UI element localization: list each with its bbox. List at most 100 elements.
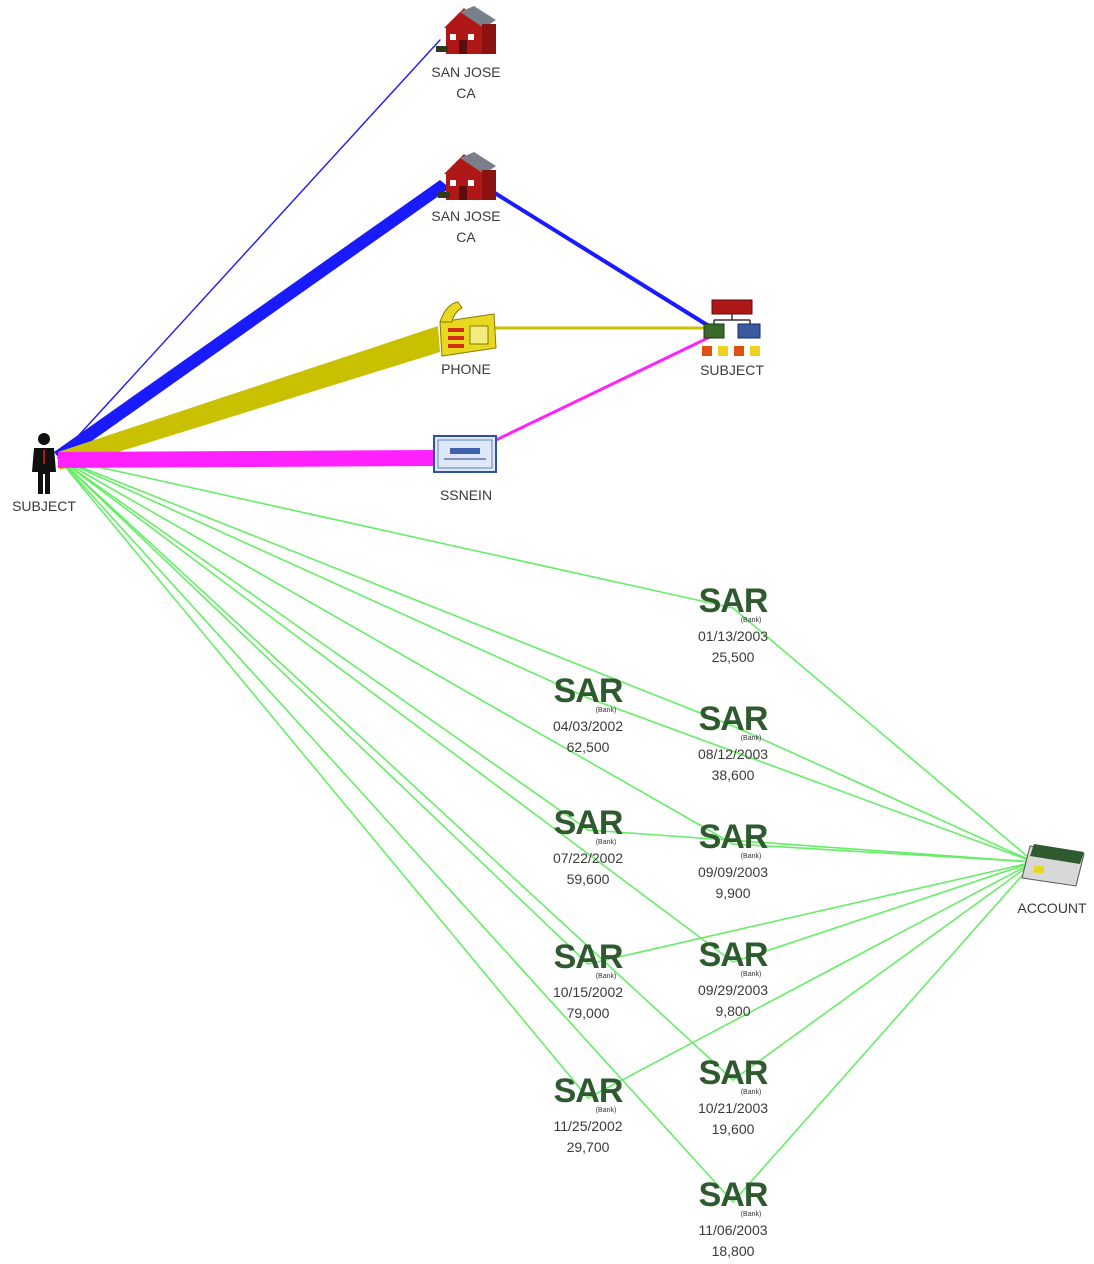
sar-amount: 18,800 (711, 1243, 755, 1259)
sar-badges-layer: SAR(Bank)SAR(Bank)SAR(Bank)SAR(Bank)SAR(… (554, 582, 769, 1218)
link-sar-2002-07-22-to-account (587, 829, 1035, 863)
sar-amount: 38,600 (711, 767, 755, 783)
edges-layer (54, 39, 1035, 1203)
sar-icon[interactable]: SAR(Bank) (554, 1072, 624, 1114)
sar-amount: 79,000 (566, 1005, 610, 1021)
link-subject-to-address-2 (54, 180, 450, 462)
sar-amount: 59,600 (566, 871, 610, 887)
link-subject-to-sar-2003-08-12 (57, 457, 734, 727)
account-label: ACCOUNT (1017, 900, 1087, 916)
sar-amount: 9,900 (715, 885, 751, 901)
sar-sub: (Bank) (596, 839, 617, 846)
link-subject-to-address-1 (57, 39, 441, 459)
sar-date: 07/22/2002 (552, 850, 624, 866)
sar-sub: (Bank) (741, 735, 762, 742)
sar-label: 07/22/2002 59,600 (538, 848, 638, 890)
link-subject-to-sar-2003-01-13 (57, 457, 734, 609)
sar-sub: (Bank) (741, 1211, 762, 1218)
subject-org-label: SUBJECT (700, 362, 764, 378)
sar-word: SAR (699, 818, 768, 856)
link-sar-2003-10-21-to-account (732, 861, 1035, 1081)
subject-person-label: SUBJECT (12, 498, 76, 514)
sar-label: 09/29/2003 9,800 (683, 980, 783, 1022)
sar-icon[interactable]: SAR(Bank) (699, 582, 769, 624)
person-icon[interactable] (32, 433, 56, 494)
sar-word: SAR (699, 936, 768, 974)
ssn-card-icon[interactable] (433, 435, 497, 473)
sar-sub: (Bank) (741, 971, 762, 978)
house-icon[interactable] (438, 152, 496, 200)
link-ssn-to-org (494, 334, 714, 442)
sar-label: 10/15/2002 79,000 (538, 982, 638, 1024)
sar-label: 01/13/2003 25,500 (683, 626, 783, 668)
sar-sub: (Bank) (596, 707, 617, 714)
link-subject-to-sar-2003-10-21 (57, 457, 734, 1081)
sar-icon[interactable]: SAR(Bank) (699, 818, 769, 860)
sar-word: SAR (699, 582, 768, 620)
ssn-label: SSNEIN (439, 487, 493, 503)
link-sar-2002-04-03-to-account (587, 697, 1035, 863)
link-subject-to-sar-2002-11-25 (57, 457, 589, 1099)
org-chart-icon[interactable] (702, 299, 761, 356)
sar-date: 09/29/2003 (697, 982, 769, 998)
sar-word: SAR (699, 1054, 768, 1092)
sar-sub: (Bank) (596, 973, 617, 980)
sar-word: SAR (699, 700, 768, 738)
sar-date: 09/09/2003 (697, 864, 769, 880)
sar-word: SAR (554, 672, 623, 710)
sar-date: 10/21/2003 (697, 1100, 769, 1116)
telephone-icon[interactable] (439, 301, 497, 357)
bank-card-icon[interactable] (1021, 844, 1085, 887)
link-subject-to-phone (58, 326, 440, 470)
sar-date: 11/06/2003 (698, 1222, 768, 1238)
sar-sub: (Bank) (596, 1107, 617, 1114)
sar-icon[interactable]: SAR(Bank) (554, 804, 624, 846)
sar-sub: (Bank) (741, 1089, 762, 1096)
address-2-line2: CA (456, 229, 476, 245)
sar-icon[interactable]: SAR(Bank) (699, 936, 769, 978)
link-sar-2003-08-12-to-account (732, 725, 1035, 863)
sar-label: 11/06/2003 18,800 (683, 1220, 783, 1262)
link-address-2-to-org (488, 188, 714, 330)
sar-icon[interactable]: SAR(Bank) (554, 672, 624, 714)
icons-layer (32, 6, 1085, 887)
sar-amount: 9,800 (715, 1003, 751, 1019)
sar-sub: (Bank) (741, 853, 762, 860)
sar-amount: 29,700 (566, 1139, 610, 1155)
address-1-line2: CA (456, 85, 476, 101)
sar-label: 04/03/2002 62,500 (538, 716, 638, 758)
link-subject-to-ssn (58, 450, 434, 468)
sar-date: 01/13/2003 (697, 628, 769, 644)
sar-sub: (Bank) (741, 617, 762, 624)
link-sar-2003-01-13-to-account (732, 607, 1035, 863)
sar-amount: 25,500 (711, 649, 755, 665)
sar-date: 11/25/2002 (553, 1118, 623, 1134)
sar-label: 11/25/2002 29,700 (538, 1116, 638, 1158)
sar-word: SAR (699, 1176, 768, 1214)
sar-date: 04/03/2002 (552, 718, 624, 734)
sar-word: SAR (554, 804, 623, 842)
sar-amount: 62,500 (566, 739, 610, 755)
address-1-line1: SAN JOSE (431, 64, 501, 80)
sar-icon[interactable]: SAR(Bank) (699, 1176, 769, 1218)
link-subject-to-sar-2003-09-09 (57, 457, 734, 845)
link-subject-to-sar-2002-04-03 (57, 457, 589, 699)
link-subject-to-sar-2002-07-22 (57, 457, 589, 831)
address-1-label: SAN JOSE CA (424, 62, 508, 104)
sar-label: 10/21/2003 19,600 (683, 1098, 783, 1140)
sar-word: SAR (554, 1072, 623, 1110)
house-icon[interactable] (436, 6, 496, 54)
link-subject-to-sar-2003-09-29 (57, 457, 734, 963)
sar-amount: 19,600 (711, 1121, 755, 1137)
sar-label: 09/09/2003 9,900 (683, 862, 783, 904)
sar-icon[interactable]: SAR(Bank) (699, 700, 769, 742)
link-subject-to-sar-2002-10-15 (57, 457, 589, 965)
sar-icon[interactable]: SAR(Bank) (699, 1054, 769, 1096)
link-sar-2003-11-06-to-account (732, 861, 1035, 1203)
sar-icon[interactable]: SAR(Bank) (554, 938, 624, 980)
address-2-label: SAN JOSE CA (424, 206, 508, 248)
sar-date: 10/15/2002 (552, 984, 624, 1000)
link-sar-2002-11-25-to-account (587, 861, 1035, 1099)
phone-label: PHONE (441, 361, 491, 377)
